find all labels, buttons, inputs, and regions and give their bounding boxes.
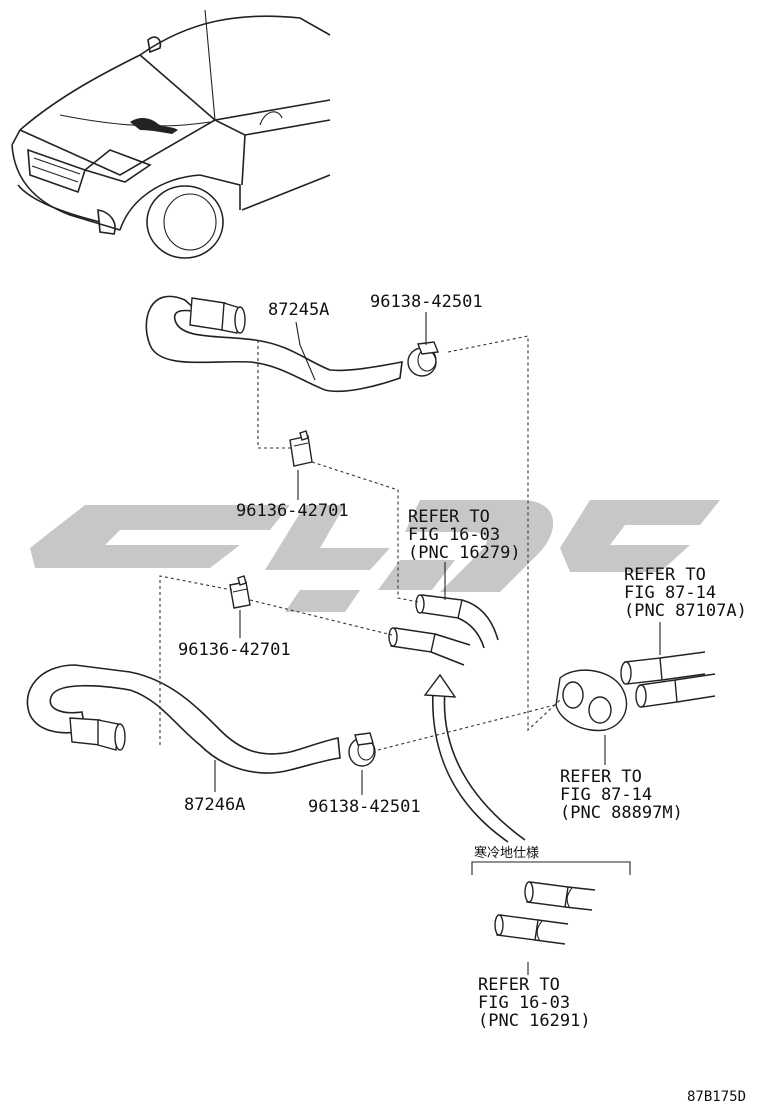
clamp-lower-mid[interactable]: [229, 575, 251, 609]
watermark: [30, 500, 720, 612]
label-96138-lower: 96138-42501: [308, 797, 421, 817]
label-87245A: 87245A: [268, 300, 329, 320]
ref-87107A: REFER TO FIG 87-14 (PNC 87107A): [624, 565, 747, 621]
heater-pipes: [388, 594, 499, 666]
figure-code: 87B175D: [687, 1089, 746, 1105]
svg-text:FIG 16-03: FIG 16-03: [408, 525, 500, 545]
ref-88897M: REFER TO FIG 87-14 (PNC 88897M): [560, 767, 683, 823]
svg-text:FIG 87-14: FIG 87-14: [560, 785, 652, 805]
label-96136-lower: 96136-42701: [178, 640, 291, 660]
svg-text:(PNC 16291): (PNC 16291): [478, 1011, 591, 1031]
dashed-leaders: [159, 335, 561, 751]
svg-text:FIG 87-14: FIG 87-14: [624, 583, 716, 603]
clamp-lower-right[interactable]: [348, 732, 376, 767]
svg-text:REFER TO: REFER TO: [624, 565, 706, 585]
clamp-upper-mid[interactable]: [289, 430, 313, 467]
ref-16279: REFER TO FIG 16-03 (PNC 16279): [408, 507, 521, 563]
hose-lower[interactable]: [26, 664, 341, 774]
svg-text:(PNC 16279): (PNC 16279): [408, 543, 521, 563]
svg-text:REFER TO: REFER TO: [478, 975, 560, 995]
car-illustration: [11, 9, 331, 259]
ref-16291: REFER TO FIG 16-03 (PNC 16291): [478, 975, 591, 1031]
cold-region-pipes: [494, 881, 596, 945]
svg-text:REFER TO: REFER TO: [560, 767, 642, 787]
svg-text:(PNC 88897M): (PNC 88897M): [560, 803, 683, 823]
label-96136-upper: 96136-42701: [236, 501, 349, 521]
cold-region-label: 寒冷地仕様: [474, 845, 539, 861]
label-87246A: 87246A: [184, 795, 245, 815]
svg-text:FIG 16-03: FIG 16-03: [478, 993, 570, 1013]
svg-text:(PNC 87107A): (PNC 87107A): [624, 601, 747, 621]
hose-upper[interactable]: [145, 295, 403, 393]
clamp-upper-right[interactable]: [407, 341, 439, 377]
direction-arrow: [423, 673, 526, 843]
leader-lines: [214, 312, 661, 975]
grommet: [555, 669, 628, 732]
pipes-right: [620, 651, 716, 708]
svg-text:REFER TO: REFER TO: [408, 507, 490, 527]
label-96138-upper: 96138-42501: [370, 292, 483, 312]
